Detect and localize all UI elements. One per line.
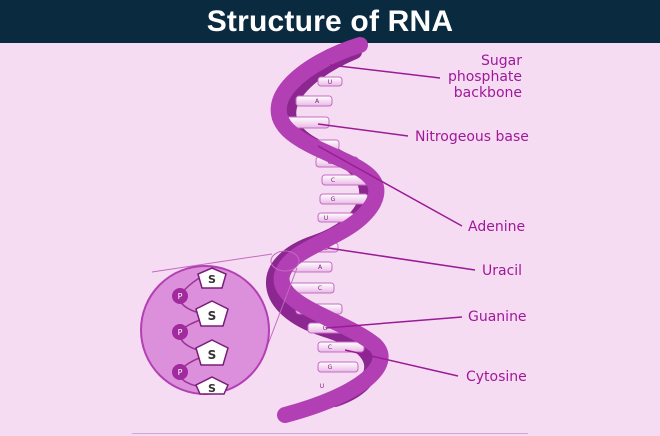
label-line: Sugar: [481, 53, 522, 69]
base-letter: C: [331, 177, 335, 184]
leader-line-cytosine: [344, 349, 459, 377]
svg-text:P: P: [178, 328, 183, 337]
base-rung: [295, 95, 333, 107]
sugar-icon: S: [197, 267, 227, 289]
sugar-icon: S: [195, 339, 229, 366]
leader-line-nitrogeous-base: [317, 123, 409, 137]
label-uracil: Uracil: [482, 263, 523, 279]
page-title: Structure of RNA: [206, 4, 454, 38]
svg-text:S: S: [208, 309, 217, 323]
label-line: backbone: [453, 85, 522, 101]
phosphate-icon: P: [172, 324, 188, 340]
base-letter: G: [323, 325, 328, 332]
label-sugar-phosphate-backbone: Sugar phosphate backbone: [430, 53, 522, 101]
svg-text:P: P: [178, 292, 183, 301]
svg-text:P: P: [178, 368, 183, 377]
base-letter: G: [331, 196, 336, 203]
base-letter: U: [328, 79, 332, 86]
svg-text:S: S: [208, 348, 217, 362]
title-bar: Structure of RNA: [0, 0, 660, 43]
label-nitrogeous-base: Nitrogeous base: [415, 129, 529, 145]
label-cytosine: Cytosine: [466, 369, 527, 385]
label-line: phosphate: [447, 69, 522, 85]
base-letter: U: [324, 215, 328, 222]
svg-text:S: S: [208, 273, 216, 286]
svg-text:S: S: [208, 382, 216, 395]
leader-lines: [317, 64, 476, 377]
inset-magnifier: P P P S S S: [140, 265, 270, 395]
phosphate-icon: P: [172, 288, 188, 304]
phosphate-icon: P: [172, 364, 188, 380]
base-letter: A: [318, 264, 323, 271]
sugar-icon: S: [195, 376, 229, 395]
leader-line-backbone: [329, 64, 441, 79]
base-letter: C: [318, 285, 322, 292]
base-letter: U: [320, 383, 324, 390]
leader-line-guanine: [325, 316, 463, 329]
label-adenine: Adenine: [468, 219, 526, 235]
leader-line-adenine: [317, 145, 463, 227]
base-rung: [317, 341, 365, 353]
bottom-divider: [132, 433, 528, 434]
zoom-region: [270, 250, 300, 272]
leader-line-uracil: [327, 247, 476, 271]
base-letter: G: [328, 364, 333, 371]
label-guanine: Guanine: [468, 309, 527, 325]
sugar-icon: S: [195, 300, 229, 327]
base-rung: [317, 361, 359, 373]
base-rung: [317, 76, 343, 87]
zoom-line: [151, 253, 273, 273]
base-letter: C: [328, 344, 332, 351]
base-letter: A: [315, 98, 320, 105]
base-rung: [319, 193, 369, 205]
backbone-strand-front: [270, 37, 389, 423]
